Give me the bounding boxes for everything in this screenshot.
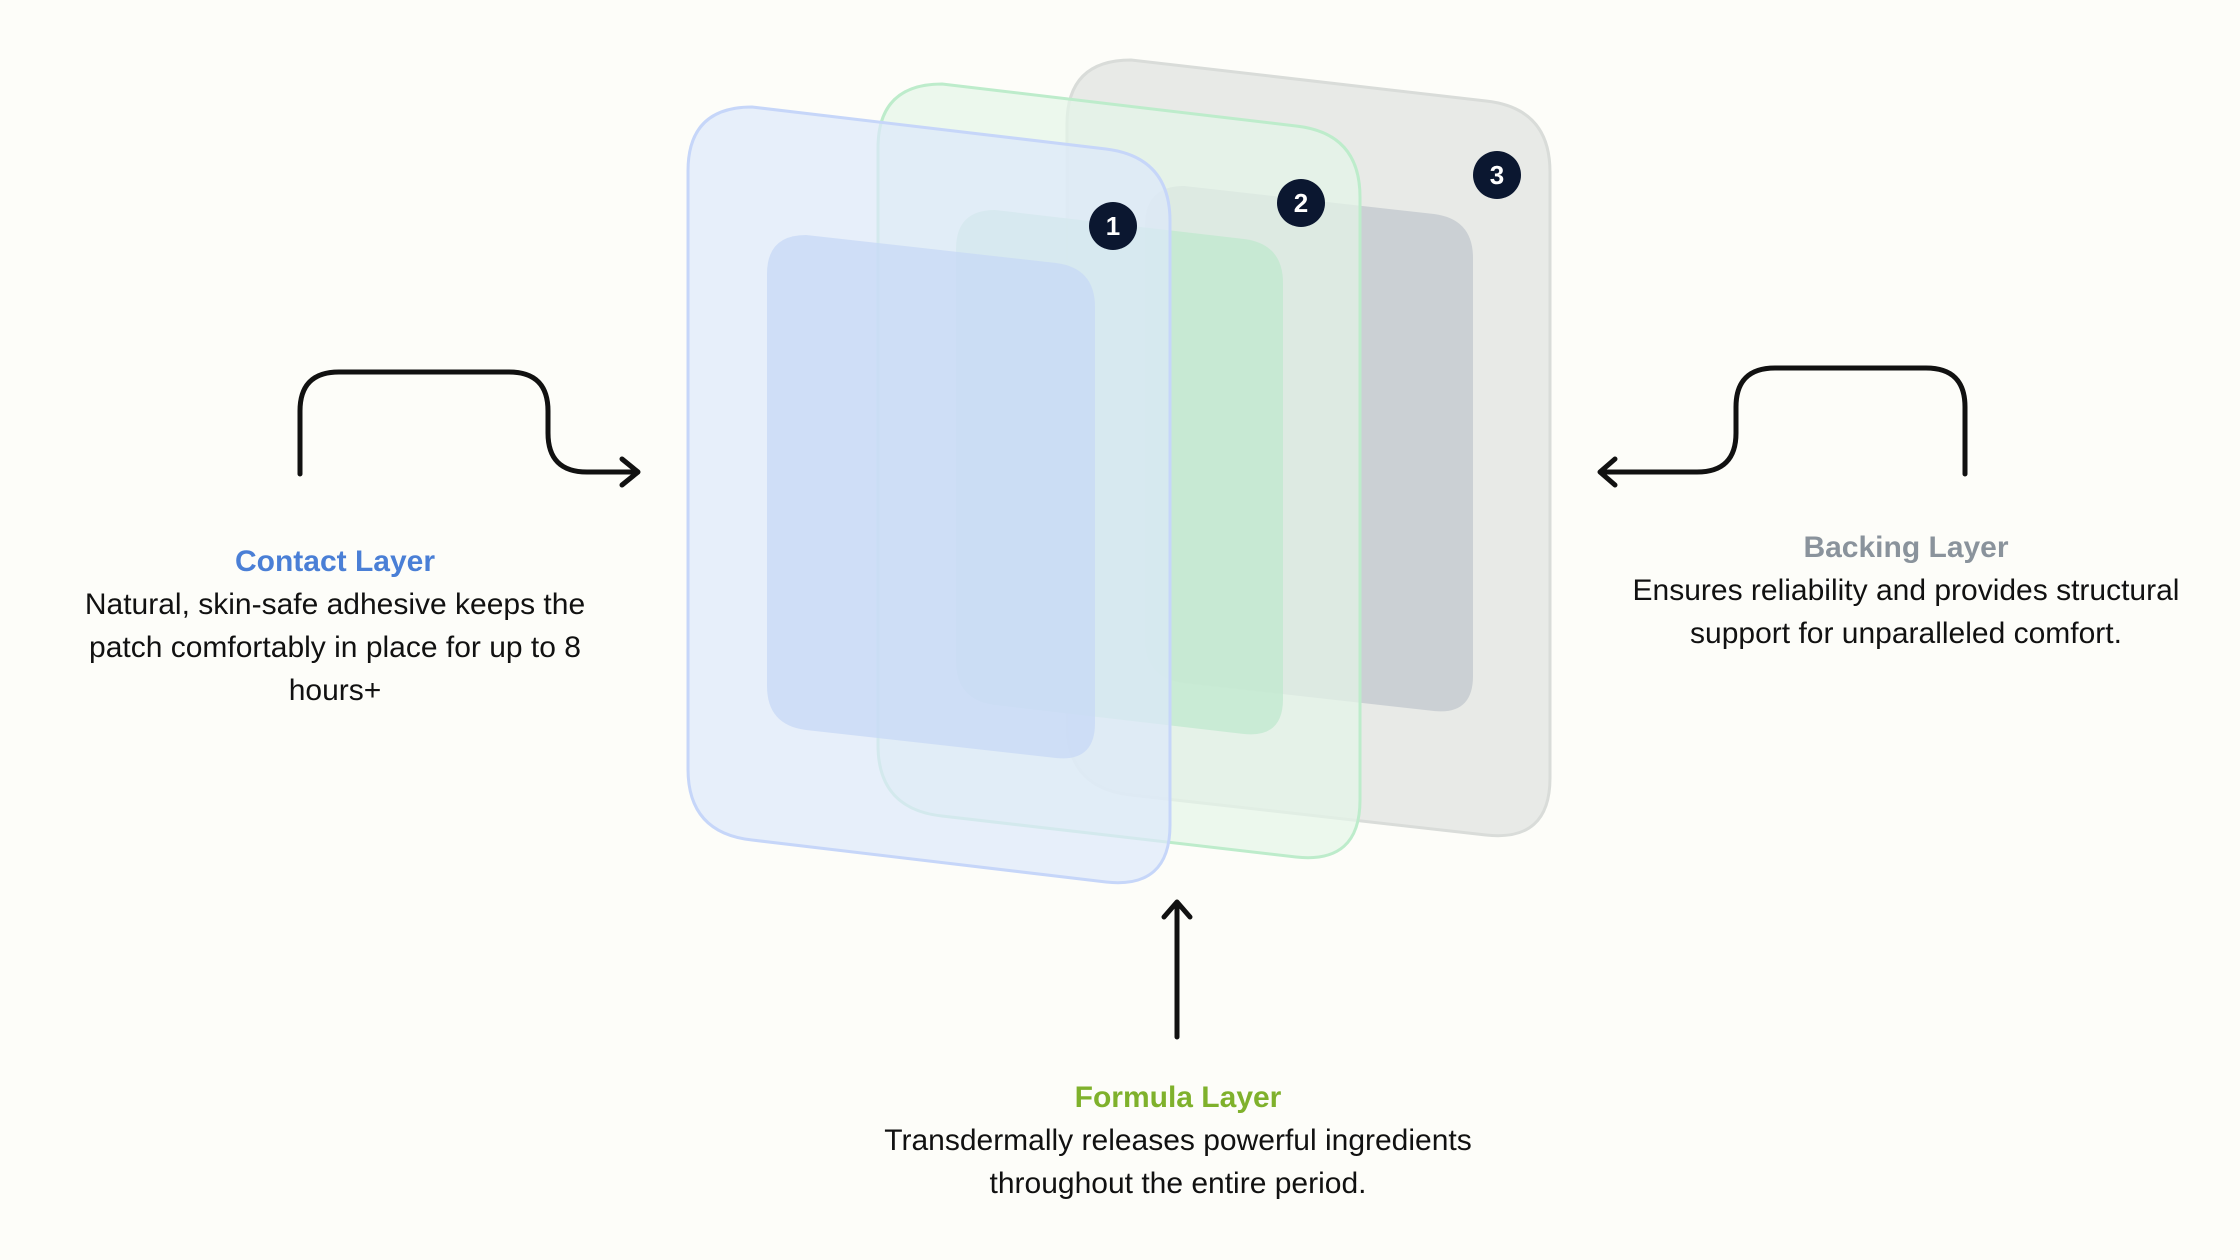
formula-arrow xyxy=(1161,899,1193,1040)
contact-layer-caption: Contact Layer Natural, skin-safe adhesiv… xyxy=(60,540,610,712)
badge-1: 1 xyxy=(1089,202,1137,250)
formula-layer-caption: Formula Layer Transdermally releases pow… xyxy=(860,1076,1496,1205)
badge-1-label: 1 xyxy=(1106,211,1120,241)
badge-2-label: 2 xyxy=(1294,188,1308,218)
contact-layer-title: Contact Layer xyxy=(234,545,436,578)
backing-arrow xyxy=(1597,365,1968,488)
contact-layer-description: Natural, skin-safe adhesive keeps the pa… xyxy=(84,588,586,707)
contact-layer-sheet xyxy=(686,105,1172,885)
contact-arrow xyxy=(297,369,641,488)
backing-layer-title: Backing Layer xyxy=(1803,531,2009,564)
backing-layer-caption: Backing Layer Ensures reliability and pr… xyxy=(1600,526,2212,655)
backing-layer-description: Ensures reliability and provides structu… xyxy=(1632,574,2180,650)
badge-3: 3 xyxy=(1473,151,1521,199)
formula-layer-title: Formula Layer xyxy=(1074,1081,1282,1114)
badge-3-label: 3 xyxy=(1490,160,1504,190)
badge-2: 2 xyxy=(1277,179,1325,227)
formula-layer-description: Transdermally releases powerful ingredie… xyxy=(884,1124,1472,1200)
contact-layer-inner xyxy=(767,235,1095,759)
